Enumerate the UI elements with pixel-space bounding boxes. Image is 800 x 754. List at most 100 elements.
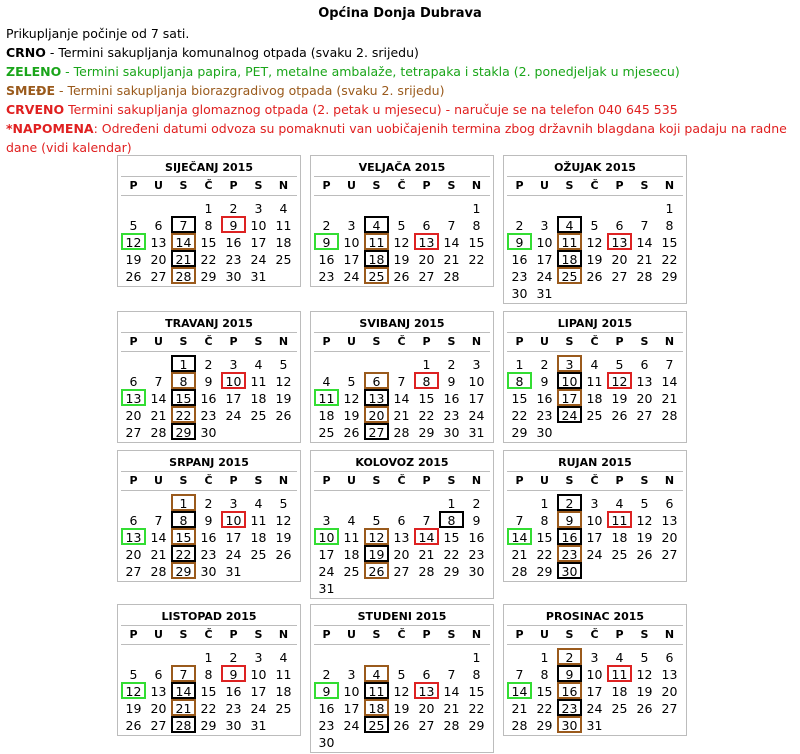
day-cell: 11: [250, 374, 267, 389]
day-cell: 2: [540, 357, 549, 372]
day-cell: 25: [275, 252, 292, 267]
day-cell-biowaste: 1: [171, 494, 196, 511]
month-title: SVIBANJ 2015: [314, 315, 490, 333]
weekday-label: U: [347, 628, 356, 641]
day-cell: 27: [661, 701, 678, 716]
day-cell: 5: [372, 513, 381, 528]
day-cell: 14: [393, 391, 410, 406]
day-cell-biowaste: 11: [557, 233, 582, 250]
day-cell: 14: [661, 374, 678, 389]
day-cell: 12: [586, 235, 603, 250]
empty-cell: [439, 648, 464, 665]
empty-cell: [439, 733, 464, 750]
day-cell: 5: [279, 357, 288, 372]
day-cell: 26: [586, 269, 603, 284]
empty-cell: [146, 648, 171, 665]
weekday-label: S: [254, 628, 263, 641]
day-cell-biowaste: 11: [364, 233, 389, 250]
empty-cell: [582, 284, 607, 301]
day-cell: 21: [661, 391, 678, 406]
day-cell: 22: [200, 252, 217, 267]
day-cell: 21: [636, 252, 653, 267]
day-cell: 29: [661, 269, 678, 284]
day-cell: 25: [250, 547, 267, 562]
day-cell-communal: 15: [171, 389, 196, 406]
weekday-label: P: [129, 179, 138, 192]
weekday-label: S: [447, 335, 456, 348]
empty-cell: [632, 199, 657, 216]
day-cell: 2: [204, 496, 213, 511]
legend-red: CRVENO Termini sakupljanja glomaznog otp…: [6, 100, 796, 119]
weekday-label: P: [615, 474, 624, 487]
day-cell-communal: 8: [439, 511, 464, 528]
legend-black-key: CRNO: [6, 45, 46, 60]
empty-cell: [271, 267, 296, 284]
day-cell: 21: [418, 547, 435, 562]
day-cell: 23: [200, 547, 217, 562]
day-cell: 6: [154, 218, 163, 233]
day-cell: 26: [636, 701, 653, 716]
weekday-label: Č: [397, 335, 406, 348]
weekday-label: P: [615, 179, 624, 192]
day-cell: 29: [511, 425, 528, 440]
day-cell-communal: 25: [364, 716, 389, 733]
empty-cell: [364, 648, 389, 665]
day-cell: 30: [536, 425, 553, 440]
weekday-label: P: [229, 335, 238, 348]
day-cell: 26: [125, 269, 142, 284]
day-cell: 6: [397, 513, 406, 528]
weekday-label: S: [447, 628, 456, 641]
day-cell: 7: [154, 513, 163, 528]
day-cell: 8: [204, 667, 213, 682]
weekday-label: Č: [590, 179, 599, 192]
day-cell: 23: [536, 408, 553, 423]
weekday-label: Č: [590, 335, 599, 348]
empty-cell: [657, 562, 682, 579]
weekday-label: Č: [590, 628, 599, 641]
day-cell: 14: [443, 235, 460, 250]
day-cell-recycling: 14: [507, 528, 532, 545]
legend-green-key: ZELENO: [6, 64, 62, 79]
weekday-label: U: [154, 179, 163, 192]
empty-cell: [271, 423, 296, 440]
day-cell: 2: [322, 218, 331, 233]
day-cell-biowaste: 20: [364, 406, 389, 423]
day-cell: 22: [468, 701, 485, 716]
day-cell: 14: [443, 684, 460, 699]
weekday-label: N: [471, 628, 482, 641]
day-cell-recycling: 12: [121, 682, 146, 699]
day-cell: 7: [640, 218, 649, 233]
day-cell: 22: [661, 252, 678, 267]
day-cell: 16: [443, 391, 460, 406]
day-cell: 5: [347, 374, 356, 389]
day-cell-communal: 7: [171, 216, 196, 233]
day-cell-communal: 8: [171, 511, 196, 528]
empty-cell: [364, 733, 389, 750]
day-cell: 1: [540, 650, 549, 665]
day-cell: 8: [665, 218, 674, 233]
weekday-label: U: [540, 179, 549, 192]
weekday-label: P: [422, 628, 431, 641]
week-row: 1: [314, 648, 490, 665]
empty-cell: [607, 284, 632, 301]
day-cell: 23: [443, 408, 460, 423]
empty-cell: [557, 284, 582, 301]
empty-cell: [439, 579, 464, 596]
day-cell-bulky: 12: [607, 372, 632, 389]
empty-cell: [146, 494, 171, 511]
day-cell: 21: [150, 408, 167, 423]
empty-cell: [414, 579, 439, 596]
